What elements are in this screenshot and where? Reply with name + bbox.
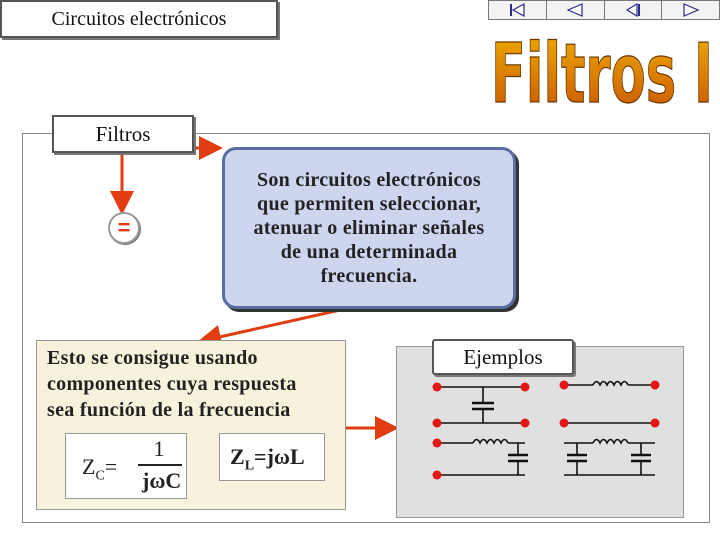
- explanation-text: Esto se consigue usando componentes cuya…: [47, 345, 347, 423]
- definition-box: Son circuitos electrónicos que permiten …: [222, 147, 516, 309]
- previous-slide-button[interactable]: [545, 0, 604, 20]
- filter-circuits: [432, 380, 660, 480]
- terminal-dots: [559, 380, 660, 428]
- next-icon: [683, 3, 700, 17]
- fraction-bar: [138, 464, 182, 466]
- explanation-line: sea función de la frecuencia: [47, 399, 291, 421]
- first-slide-button[interactable]: [488, 0, 546, 20]
- terminal-dots: [432, 382, 530, 428]
- definition-line: atenuar o eliminar señales: [253, 217, 485, 239]
- slide-title: Filtros I: [490, 26, 713, 110]
- formula-c-numerator: 1: [153, 436, 165, 461]
- course-title-text: Circuitos electrónicos: [51, 7, 227, 30]
- explanation-line: componentes cuya respuesta: [47, 373, 297, 395]
- tab-filtros-label: Filtros: [95, 121, 151, 146]
- definition-line: frecuencia.: [320, 265, 418, 287]
- circuit-lc-filter: [437, 438, 528, 476]
- back-button[interactable]: [603, 0, 662, 20]
- equals-button-label: =: [117, 215, 131, 240]
- tab-filtros[interactable]: Filtros: [52, 115, 194, 153]
- formula-c-equals: =: [104, 454, 118, 479]
- previous-icon: [566, 3, 583, 17]
- explanation-line: Esto se consigue usando: [47, 347, 258, 369]
- equals-button[interactable]: =: [108, 212, 140, 244]
- formula-capacitor: ZC= 1 jωC: [65, 433, 187, 499]
- formula-l-rhs: =jωL: [254, 444, 305, 469]
- course-title: Circuitos electrónicos: [0, 0, 278, 38]
- definition-line: que permiten seleccionar,: [257, 193, 481, 215]
- formula-c-sub: C: [95, 468, 105, 484]
- terminal-dots: [432, 438, 442, 480]
- explanation-box: Esto se consigue usando componentes cuya…: [36, 340, 346, 510]
- circuit-pi-filter: [564, 438, 655, 476]
- definition-line: de una determinada: [280, 241, 458, 263]
- back-icon: [625, 3, 640, 17]
- formula-l-sub: L: [244, 458, 255, 474]
- formula-l-z: Z: [230, 444, 245, 469]
- circuit-lowpass-capacitor: [437, 386, 525, 424]
- definition-line: Son circuitos electrónicos: [256, 169, 482, 191]
- formula-inductor: ZL=jωL: [219, 433, 325, 481]
- definition-text: Son circuitos electrónicos que permiten …: [254, 168, 485, 288]
- arrow-definition-to-explanation: [197, 304, 359, 349]
- tab-ejemplos[interactable]: Ejemplos: [432, 339, 574, 375]
- circuit-series-inductor: [564, 380, 655, 424]
- first-icon: [510, 3, 525, 17]
- formula-c-z: Z: [82, 454, 96, 479]
- content-panel: [22, 133, 710, 523]
- formula-c-denominator: jωC: [142, 468, 182, 493]
- slide-title-text: Filtros I: [491, 27, 713, 110]
- formula-c-lhs: ZC=: [82, 454, 117, 484]
- tab-ejemplos-label: Ejemplos: [463, 344, 543, 369]
- formula-l-content: ZL=jωL: [230, 444, 305, 474]
